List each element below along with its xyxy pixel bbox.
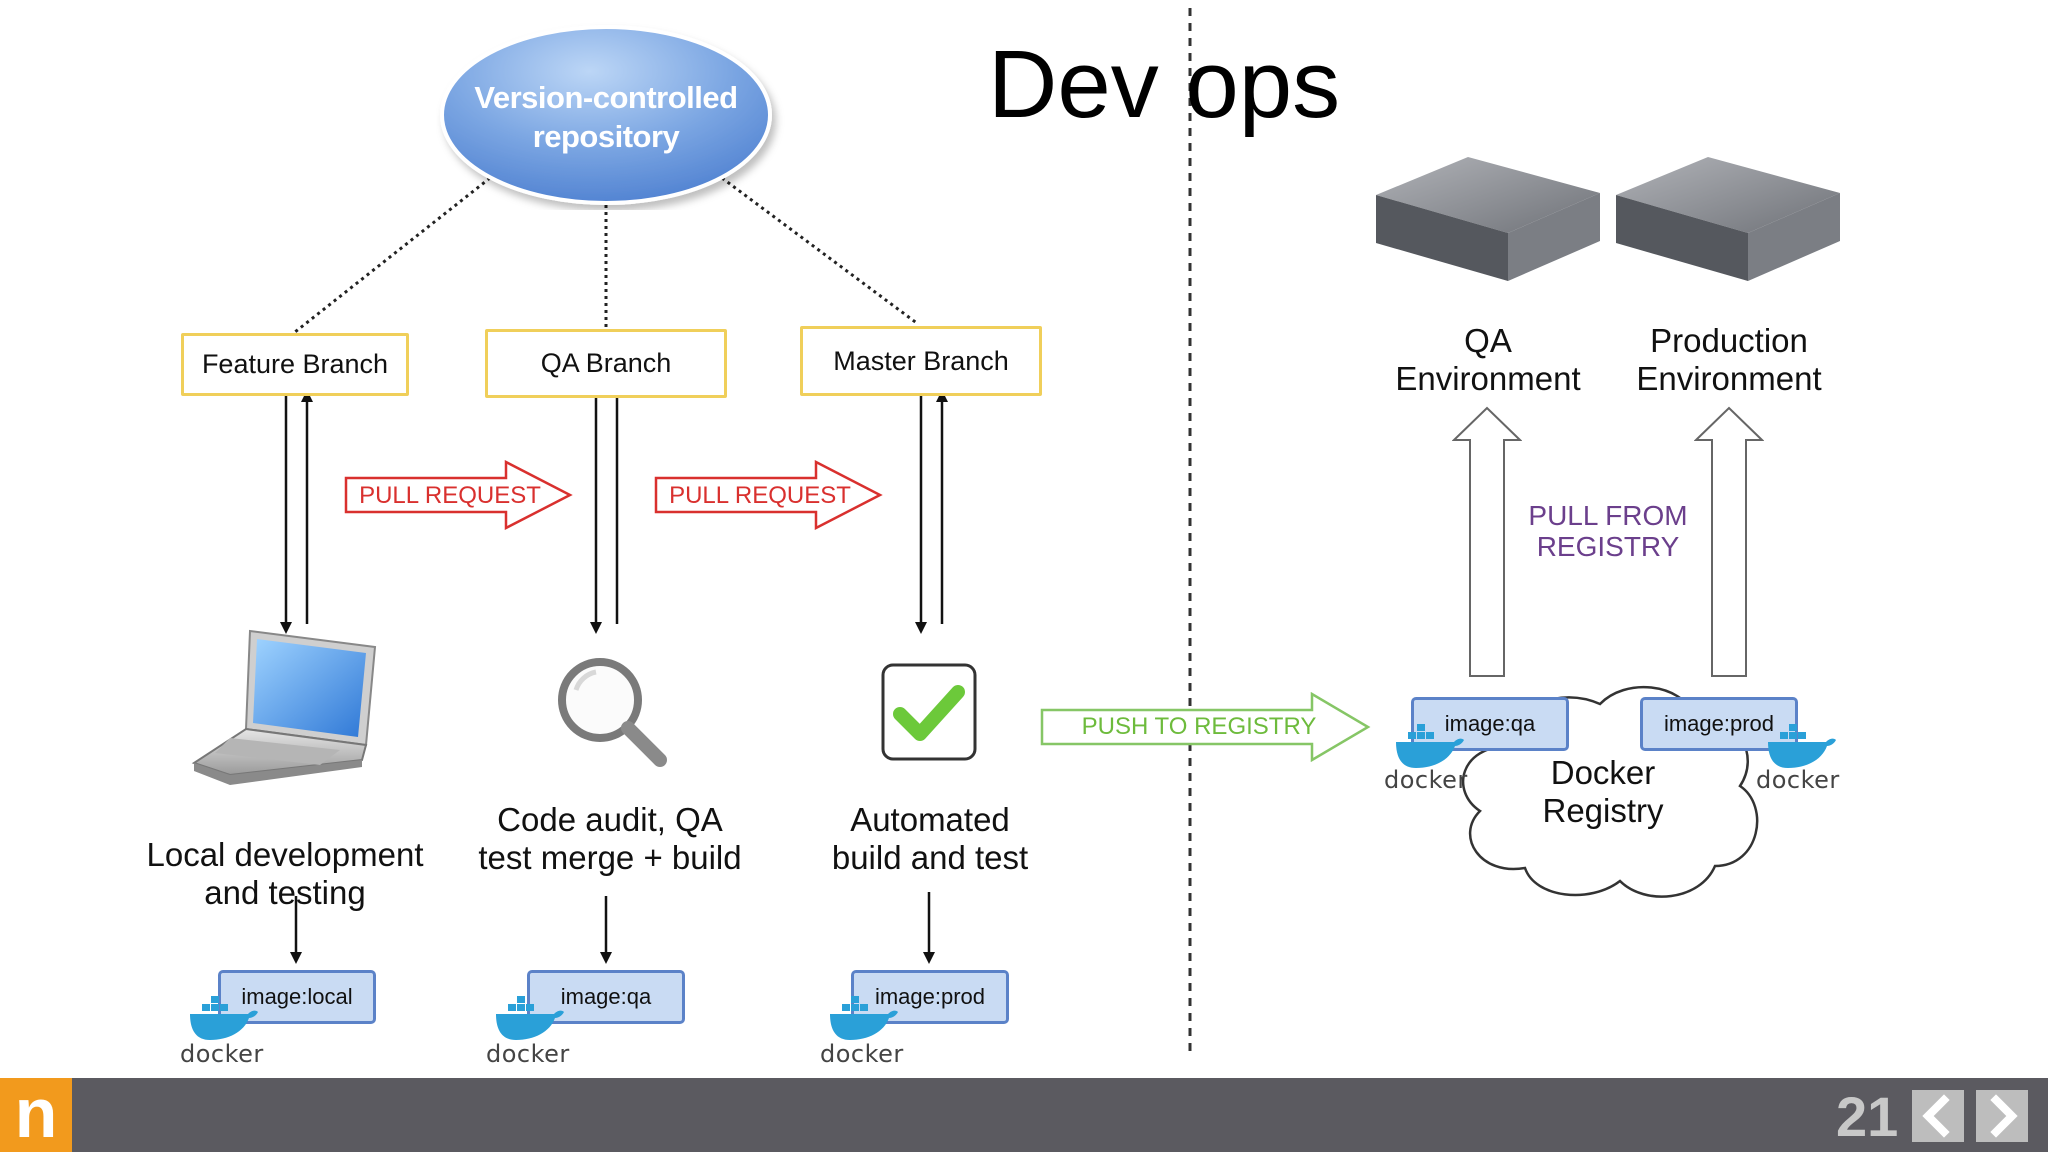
image-tag-local: image:local xyxy=(218,970,376,1024)
docker-word-registry-prod: docker xyxy=(1756,766,1840,794)
registry-image-tag-qa: image:qa xyxy=(1411,697,1569,751)
auto-caption-line2: build and test xyxy=(831,839,1029,876)
docker-whale-icon xyxy=(496,996,564,1040)
qa-environment-label: QA Environment xyxy=(1380,322,1596,398)
qa-pull-arrow xyxy=(1452,406,1522,677)
chevron-right-icon xyxy=(1990,1094,2018,1138)
prod-environment-line1: Production xyxy=(1650,322,1808,359)
push-to-registry-arrow xyxy=(1040,692,1371,762)
docker-word-prod: docker xyxy=(820,1040,904,1068)
registry-image-tag-prod: image:prod xyxy=(1640,697,1798,751)
prod-pull-arrow xyxy=(1694,406,1764,677)
docker-whale-icon xyxy=(1396,724,1464,768)
repository-label-line2: repository xyxy=(532,119,680,154)
pull-from-registry-line1: PULL FROM xyxy=(1528,500,1688,531)
server-icon xyxy=(1616,157,1840,281)
previous-slide-button[interactable] xyxy=(1912,1090,1964,1142)
auto-caption-line1: Automated xyxy=(850,801,1010,838)
audit-caption-line2: test merge + build xyxy=(478,839,742,876)
brand-logo: n xyxy=(0,1078,72,1152)
docker-registry-label: Docker Registry xyxy=(1500,754,1706,830)
docker-registry-line2: Registry xyxy=(1542,792,1664,829)
local-dev-caption-line2: and testing xyxy=(204,874,366,911)
qa-environment-line2: Environment xyxy=(1395,360,1581,397)
auto-caption: Automated build and test xyxy=(800,801,1060,877)
docker-word-local: docker xyxy=(180,1040,264,1068)
pull-request-label-2: PULL REQUEST xyxy=(669,482,851,509)
laptop-icon xyxy=(191,629,377,785)
master-branch-box: Master Branch xyxy=(800,326,1042,396)
prod-environment-line2: Environment xyxy=(1636,360,1822,397)
pull-request-arrow-1 xyxy=(344,460,573,530)
prod-environment-label: Production Environment xyxy=(1614,322,1844,398)
local-dev-caption: Local development and testing xyxy=(130,836,440,912)
server-icon xyxy=(1376,157,1600,281)
slide-footer: n 21 xyxy=(0,1078,2048,1152)
next-slide-button[interactable] xyxy=(1976,1090,2028,1142)
qa-branch-box: QA Branch xyxy=(485,329,727,398)
magnifier-icon xyxy=(558,658,667,767)
docker-registry-line1: Docker xyxy=(1550,754,1656,791)
feature-branch-box: Feature Branch xyxy=(181,333,409,396)
pull-request-arrow-2 xyxy=(654,460,883,530)
docker-word-qa: docker xyxy=(486,1040,570,1068)
push-to-registry-label: PUSH TO REGISTRY xyxy=(1081,713,1317,740)
checkmark-icon xyxy=(881,663,977,761)
pull-from-registry-line2: REGISTRY xyxy=(1536,531,1680,562)
chevron-left-icon xyxy=(1922,1094,1950,1138)
repository-ellipse xyxy=(440,25,772,205)
pull-from-registry-label: PULL FROM REGISTRY xyxy=(1508,500,1708,562)
pull-request-label-1: PULL REQUEST xyxy=(359,482,541,509)
local-dev-caption-line1: Local development xyxy=(146,836,424,873)
qa-environment-line1: QA xyxy=(1464,322,1512,359)
docker-word-registry-qa: docker xyxy=(1384,766,1468,794)
docker-whale-icon xyxy=(830,996,898,1040)
repository-label-line1: Version-controlled xyxy=(474,80,738,115)
page-title: Dev ops xyxy=(988,31,1341,138)
audit-caption: Code audit, QA test merge + build xyxy=(460,801,760,877)
page-number: 21 xyxy=(1836,1085,1899,1148)
docker-whale-icon xyxy=(190,996,258,1040)
repository-label: Version-controlled repository xyxy=(446,78,766,156)
docker-whale-icon xyxy=(1768,724,1836,768)
repo-to-master-line xyxy=(721,176,919,326)
audit-caption-line1: Code audit, QA xyxy=(497,801,723,838)
